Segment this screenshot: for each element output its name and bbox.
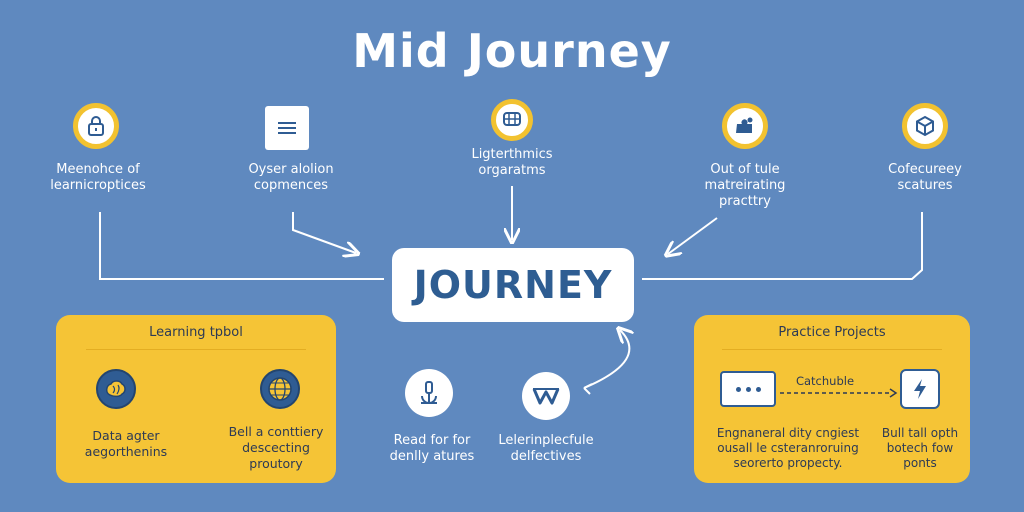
top-node-4-label: Out of tule matreirating practtry: [704, 162, 786, 209]
center-journey-box: JOURNEY: [392, 248, 634, 322]
top-node-1-icon-circle: [73, 103, 119, 149]
brain-icon: [96, 369, 136, 409]
top-node-4-icon-circle: [722, 103, 768, 149]
puzzle-icon: [736, 117, 753, 133]
microscope-icon: [405, 369, 453, 417]
dashed-arrow: [780, 388, 898, 398]
right-panel-arrow-label: Catchuble: [795, 374, 855, 388]
left-panel-item-2-label: Bell a conttiery descecting proutory: [228, 424, 324, 471]
connector-curve: [583, 330, 629, 389]
left-panel: Learning tpbol Data agter aegorthenins B…: [56, 315, 336, 483]
top-node-1-label: Meenohce of learnicroptices: [50, 162, 146, 193]
top-node-3-label: Ligterthmics orgaratms: [471, 147, 553, 178]
middle-item-1-label: Read for for denlly atures: [389, 433, 475, 464]
middle-item-2-label: Lelerinplecfule delfectives: [498, 433, 594, 464]
bolt-icon: [900, 369, 940, 409]
top-node-5-icon-circle: [902, 103, 948, 149]
right-panel: Practice Projects Catchuble Engnaneral d…: [694, 315, 970, 483]
right-panel-title: Practice Projects: [778, 325, 886, 340]
left-panel-title: Learning tpbol: [149, 325, 243, 340]
connector-right-outer: [642, 212, 923, 280]
right-panel-item-2-label: Bull tall opth botech fow ponts: [881, 426, 959, 470]
top-node-2-label: Oyser alolion copmences: [248, 162, 334, 193]
left-panel-item-1-label: Data agter aegorthenins: [84, 428, 168, 459]
document-icon: [265, 106, 309, 150]
page-title: Mid Journey: [352, 24, 672, 78]
connector-left-inner: [292, 212, 356, 253]
w-letter-icon: [522, 372, 570, 420]
cube-icon: [916, 115, 934, 137]
left-panel-divider: [86, 349, 306, 350]
right-panel-divider: [722, 349, 942, 350]
globe-icon: [260, 369, 300, 409]
dots-window-icon: [720, 371, 776, 407]
top-node-3-icon-circle: [491, 99, 533, 141]
right-panel-item-1-label: Engnaneral dity cngiest ousall le cstera…: [716, 426, 860, 470]
top-node-5-label: Cofecureey scatures: [888, 162, 962, 193]
connector-left-outer: [99, 212, 384, 280]
lock-icon: [88, 116, 104, 136]
chat-grid-icon: [503, 112, 521, 126]
connector-right-inner: [668, 217, 718, 254]
